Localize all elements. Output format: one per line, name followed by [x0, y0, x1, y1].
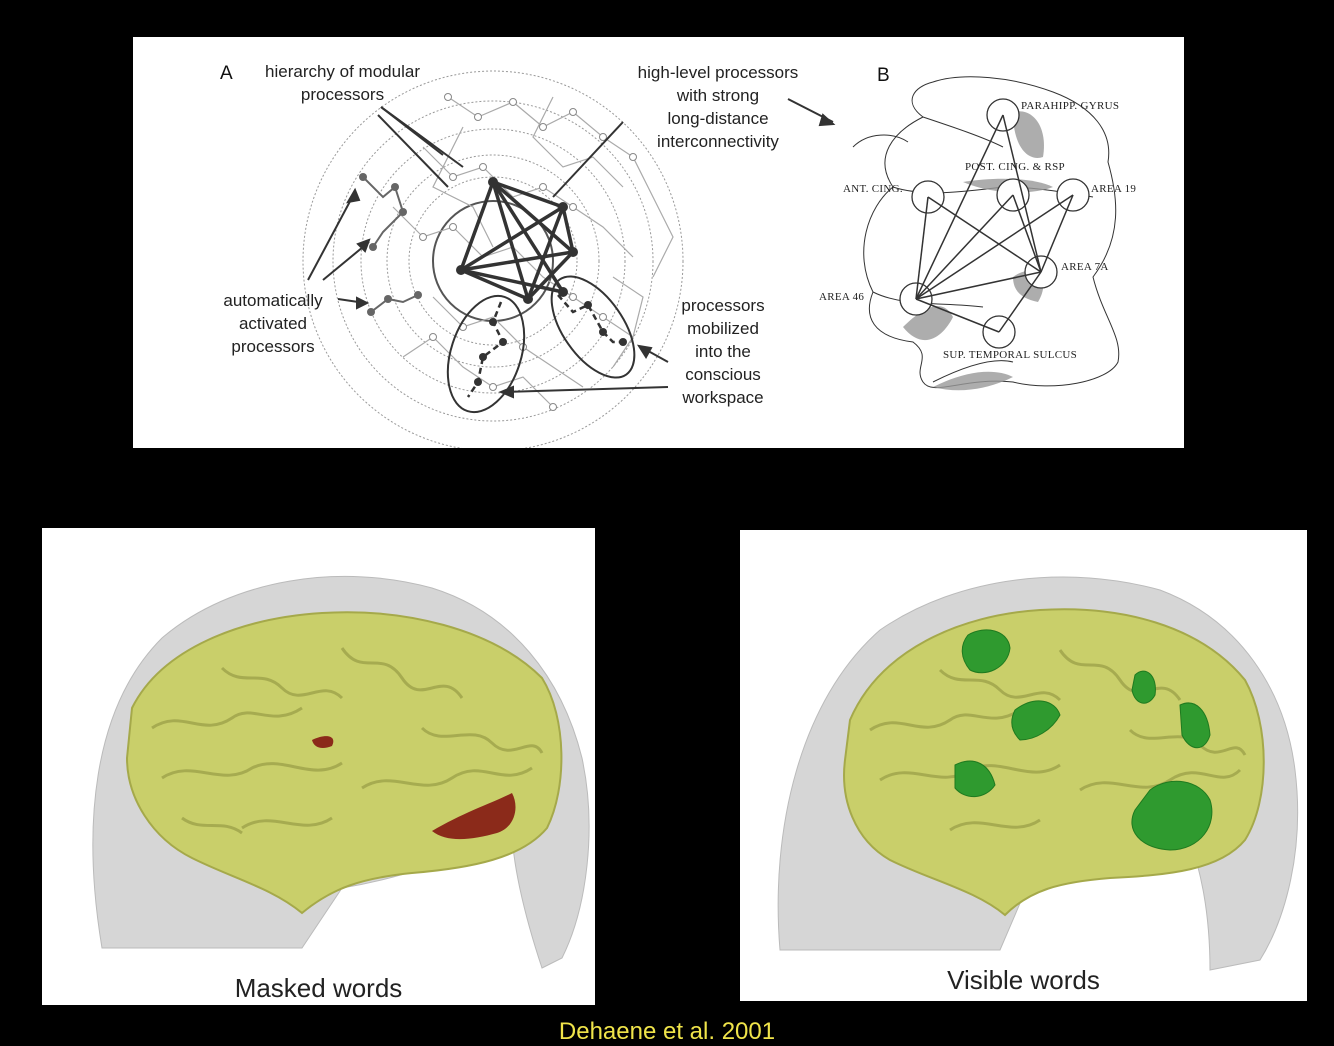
label-high-level: high-level processors with strong long-d…	[623, 61, 813, 153]
visible-words-panel: Visible words	[740, 530, 1307, 1001]
visible-brain-image	[740, 530, 1307, 1001]
masked-brain-image	[42, 528, 595, 1005]
label-hierarchy-line-2: processors	[245, 83, 440, 106]
region-sup-temporal-sulcus: SUP. TEMPORAL SULCUS	[943, 349, 1077, 361]
label-automatic: automatically activated processors	[208, 289, 338, 358]
label-mobilized-line-5: workspace	[663, 386, 783, 409]
label-automatic-line-3: processors	[208, 335, 338, 358]
region-area-19: AREA 19	[1091, 183, 1136, 195]
workspace-diagram-panel: A hierarchy of modular processors high-l…	[133, 37, 1184, 448]
label-mobilized-line-2: mobilized	[663, 317, 783, 340]
visible-words-caption: Visible words	[740, 965, 1307, 996]
label-hierarchy: hierarchy of modular processors	[245, 60, 440, 106]
label-automatic-line-2: activated	[208, 312, 338, 335]
label-high-level-line-4: interconnectivity	[623, 130, 813, 153]
label-mobilized: processors mobilized into the conscious …	[663, 294, 783, 409]
region-ant-cing: ANT. CING.	[843, 183, 903, 195]
region-post-cing: POST. CING. & RSP	[965, 161, 1065, 173]
label-mobilized-line-1: processors	[663, 294, 783, 317]
label-high-level-line-2: with strong	[623, 84, 813, 107]
region-area-46: AREA 46	[819, 291, 864, 303]
label-automatic-line-1: automatically	[208, 289, 338, 312]
region-parahipp-gyrus: PARAHIPP. GYRUS	[1021, 100, 1119, 112]
label-hierarchy-line-1: hierarchy of modular	[245, 60, 440, 83]
citation: Dehaene et al. 2001	[0, 1018, 1334, 1046]
region-area-7a: AREA 7A	[1061, 261, 1109, 273]
panel-b-letter: B	[877, 65, 890, 87]
panel-a-letter: A	[220, 63, 233, 85]
masked-words-panel: Masked words	[42, 528, 595, 1005]
label-mobilized-line-3: into the	[663, 340, 783, 363]
label-mobilized-line-4: conscious	[663, 363, 783, 386]
masked-words-caption: Masked words	[42, 973, 595, 1004]
label-high-level-line-3: long-distance	[623, 107, 813, 130]
label-high-level-line-1: high-level processors	[623, 61, 813, 84]
